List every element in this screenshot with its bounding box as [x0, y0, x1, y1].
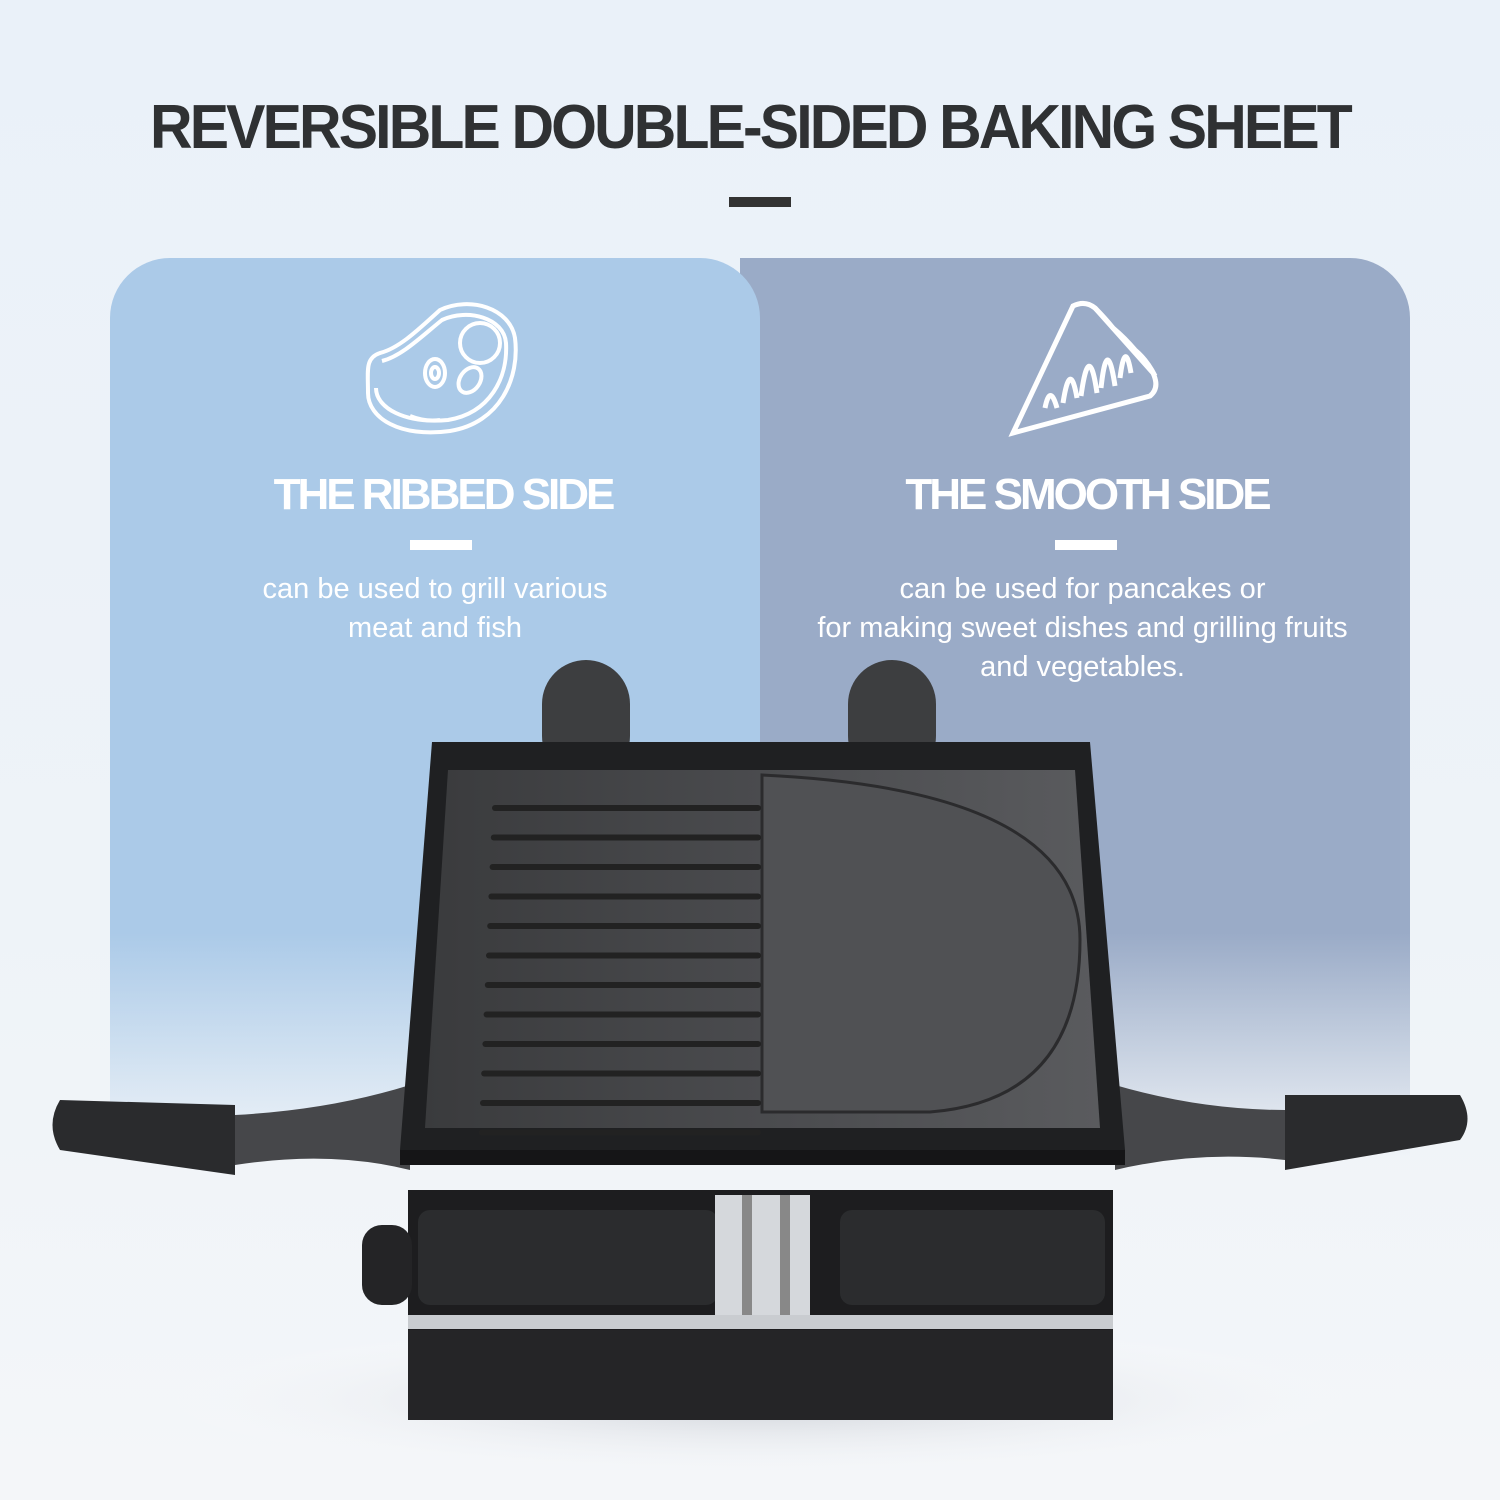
description-line: meat and fish: [347, 612, 523, 644]
smooth-side-heading: THE SMOOTH SIDE: [905, 470, 1271, 519]
base-unit: [362, 1190, 1113, 1420]
smooth-divider: [1055, 540, 1117, 550]
description-line: can be used to grill various: [262, 573, 608, 605]
description-line: can be used for pancakes or: [899, 573, 1266, 605]
ribbed-divider: [410, 540, 472, 550]
pancake-icon: [1008, 300, 1159, 437]
tray-handles: [52, 1085, 1468, 1175]
ribbed-side-description: can be used to grill various meat and fi…: [110, 570, 760, 648]
steak-icon: [365, 302, 518, 435]
smooth-side-description: can be used for pancakes or for making s…: [760, 570, 1405, 687]
title-divider: [729, 197, 791, 207]
page-title: REVERSIBLE DOUBLE-SIDED BAKING SHEET: [150, 93, 1353, 162]
baking-sheet: [400, 742, 1125, 1165]
description-line: for making sweet dishes and grilling fru…: [817, 612, 1348, 644]
ribs: [478, 805, 761, 1136]
description-line: and vegetables.: [980, 651, 1185, 683]
ribbed-side-heading: THE RIBBED SIDE: [273, 470, 616, 519]
